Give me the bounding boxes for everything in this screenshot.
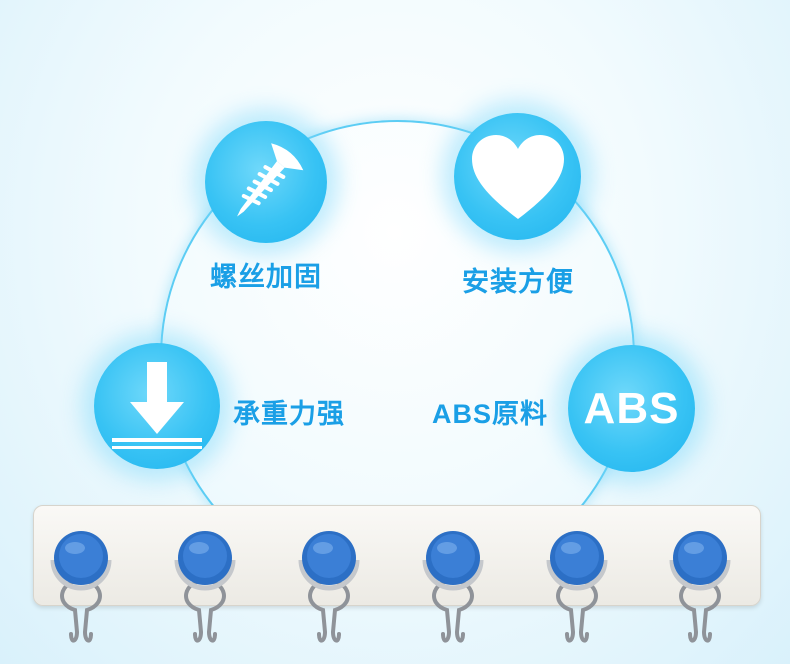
screw-feature-label: 螺丝加固 [210, 262, 322, 292]
hook-5 [546, 531, 608, 643]
hook-4 [422, 531, 484, 643]
hook-6 [669, 531, 731, 643]
heart-icon [471, 134, 564, 219]
material-feature-circle: ABS [568, 345, 695, 472]
screw-feature-circle [205, 121, 327, 243]
load-feature-circle [94, 343, 220, 469]
hook-1 [50, 531, 112, 643]
install-feature-circle [454, 113, 581, 240]
hook-2 [174, 531, 236, 643]
screw-icon [237, 143, 304, 217]
hook-3 [298, 531, 360, 643]
down-arrow-weight-icon [112, 362, 202, 449]
abs-badge-text: ABS [583, 383, 680, 433]
load-feature-label: 承重力强 [233, 399, 345, 429]
install-feature-label: 安装方便 [462, 267, 574, 297]
hook-rack-bar [33, 505, 761, 606]
material-feature-label: ABS原料 [432, 399, 549, 429]
